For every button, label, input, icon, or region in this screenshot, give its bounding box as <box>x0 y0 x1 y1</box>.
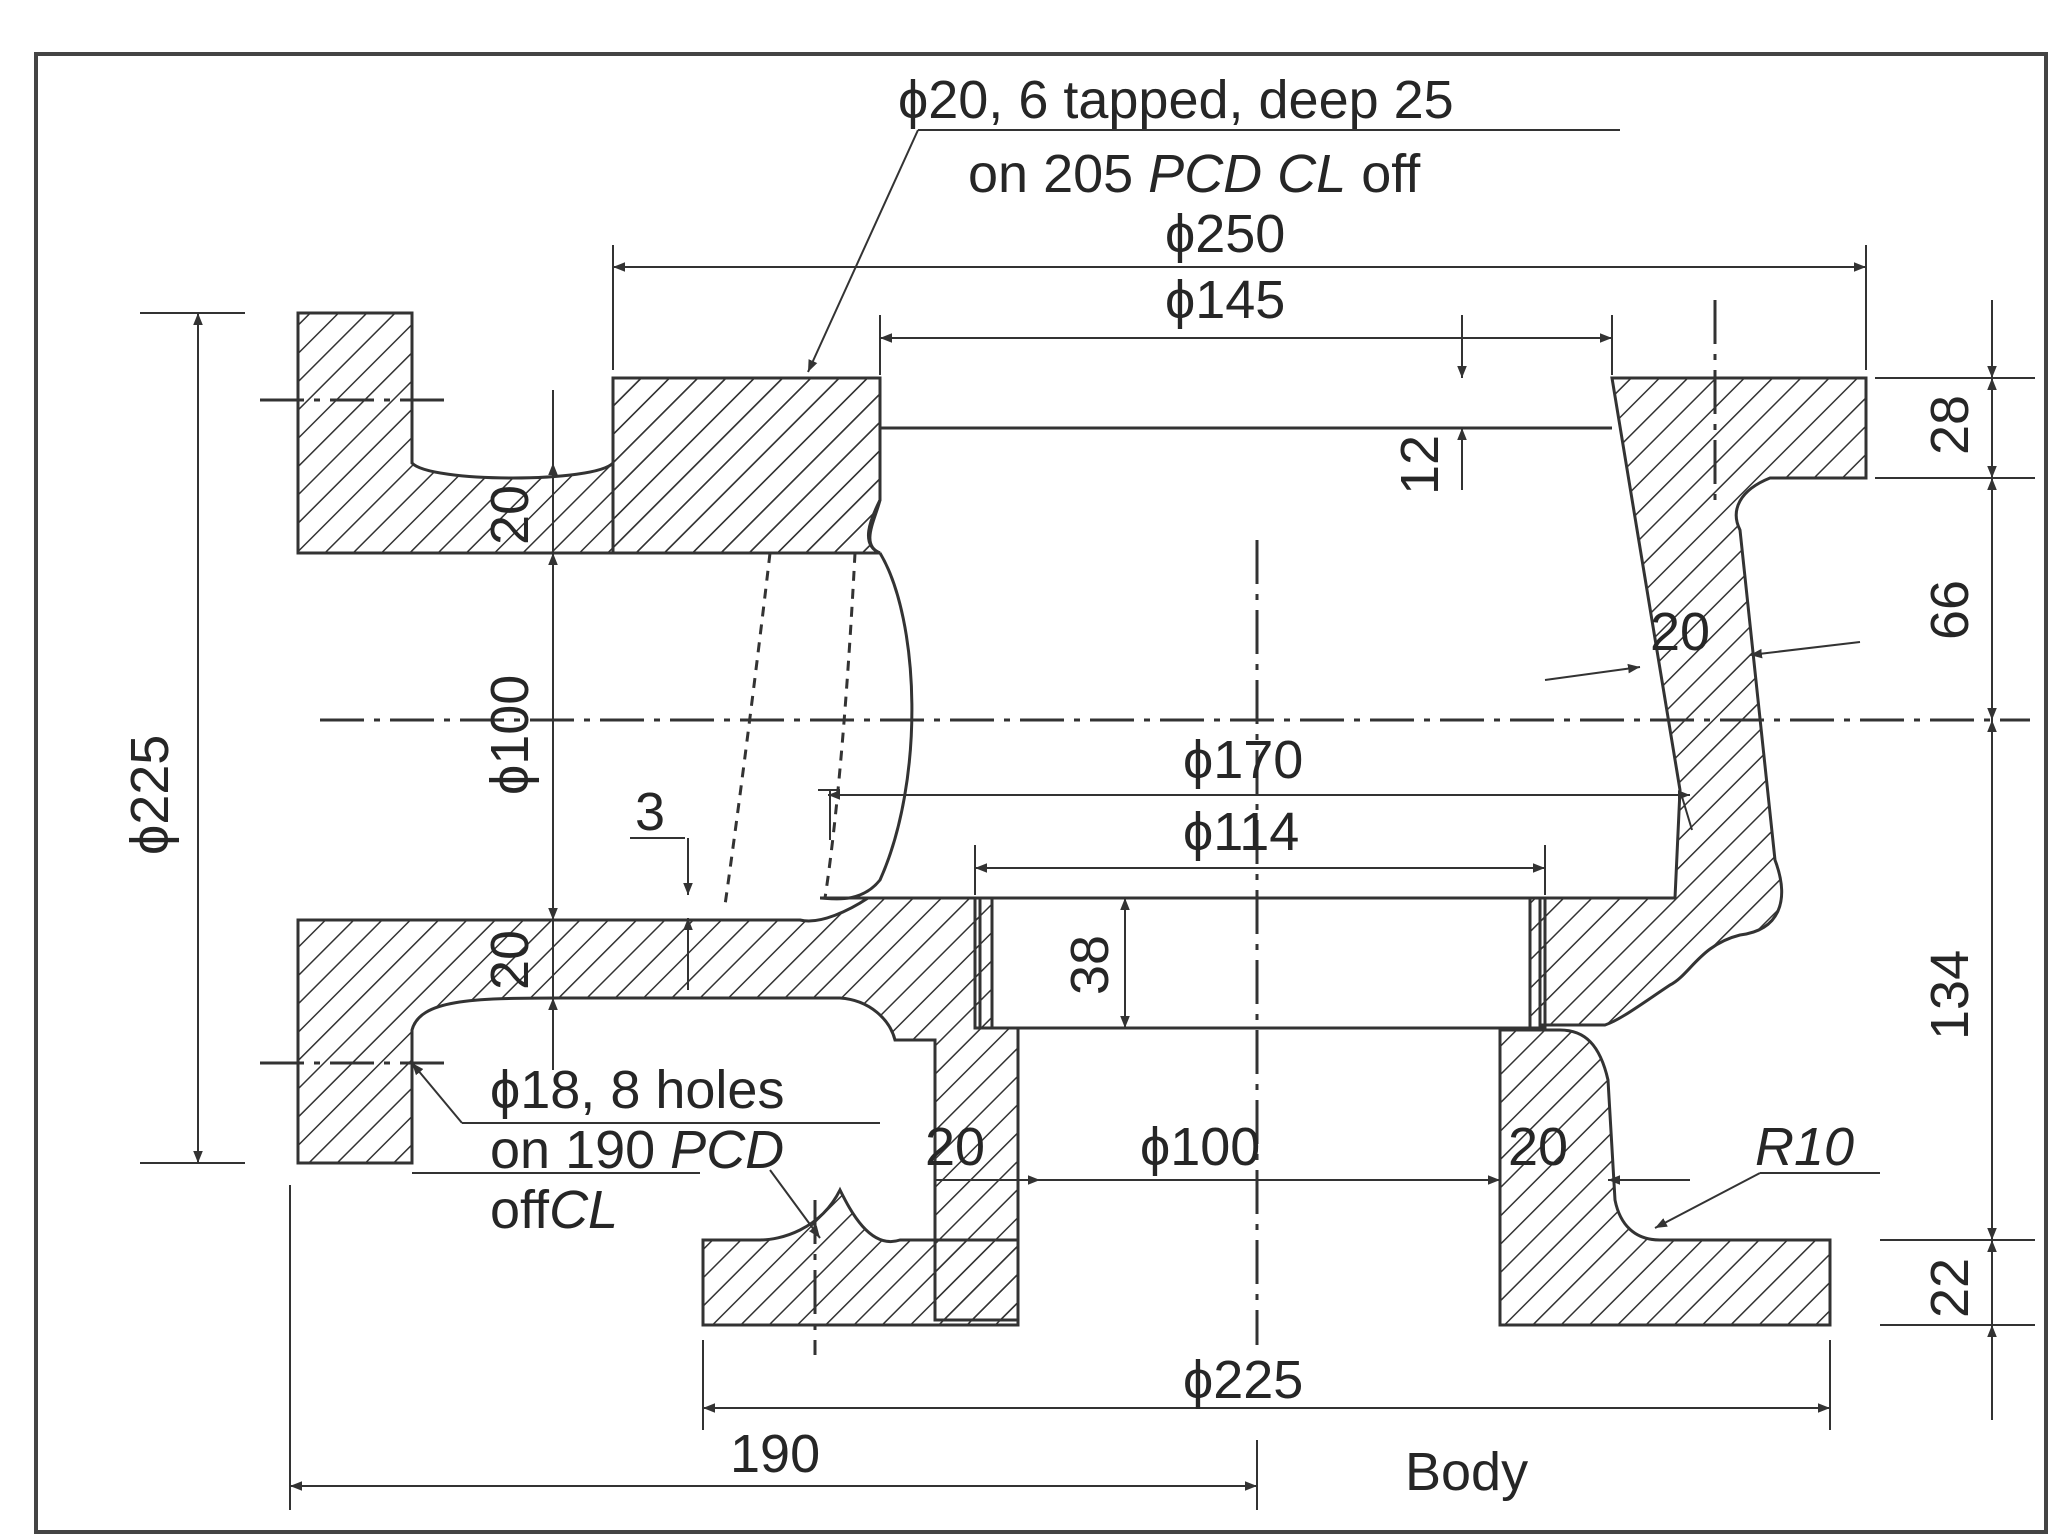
drawing-title: Body <box>1405 1442 1528 1502</box>
dim-20-mid: 20 <box>480 930 540 990</box>
seat-right <box>1528 896 1547 1030</box>
radius-r10: R10 <box>1755 1117 1854 1177</box>
dim-dia-100-left: ϕ100 <box>480 675 540 795</box>
dim-dia-170: ϕ170 <box>1183 730 1303 790</box>
sectioned-body <box>296 311 1868 1327</box>
bottom-flange-left <box>701 1186 1020 1327</box>
labels: ϕ20, 6 tapped, deep 25 on 205 PCD CL off… <box>120 70 1980 1502</box>
dimension-lines <box>140 245 2035 1510</box>
right-wall <box>1538 376 1868 1027</box>
dim-dia-100-bottom: ϕ100 <box>1140 1117 1260 1177</box>
dim-dia-225-bottom: ϕ225 <box>1183 1350 1303 1410</box>
dim-3: 3 <box>635 782 665 842</box>
holes-callout-line2: on 190 PCD <box>490 1120 784 1180</box>
seat-left <box>973 896 994 1030</box>
dim-20-top: 20 <box>480 485 540 545</box>
holes-callout-line3: offCL <box>490 1180 618 1240</box>
dim-38: 38 <box>1060 935 1120 995</box>
dim-dia-225-left: ϕ225 <box>120 735 180 855</box>
dim-wall-20: 20 <box>1650 602 1710 662</box>
dim-12: 12 <box>1390 435 1450 495</box>
dim-dia-114: ϕ114 <box>1183 802 1299 862</box>
tapped-callout-line2: on 205 PCD CL off <box>968 144 1421 204</box>
bottom-flange-right <box>1498 1028 1832 1327</box>
top-flange-left <box>611 376 882 555</box>
dim-20-bottom-right: 20 <box>1508 1117 1568 1177</box>
dim-dia-250: ϕ250 <box>1165 204 1285 264</box>
dim-134: 134 <box>1920 950 1980 1040</box>
dim-dia-145: ϕ145 <box>1165 270 1285 330</box>
tapped-callout-line1: ϕ20, 6 tapped, deep 25 <box>898 70 1454 130</box>
leaders <box>411 129 1880 1239</box>
dim-28: 28 <box>1920 395 1980 455</box>
drawing-frame <box>34 52 2048 1534</box>
dim-20-bottom-left: 20 <box>925 1117 985 1177</box>
dim-66: 66 <box>1920 580 1980 640</box>
dim-190: 190 <box>730 1424 820 1484</box>
holes-callout-line1: ϕ18, 8 holes <box>490 1060 784 1120</box>
outline-details <box>723 426 1693 1030</box>
center-lines <box>260 300 2030 1355</box>
dim-22: 22 <box>1920 1258 1980 1318</box>
